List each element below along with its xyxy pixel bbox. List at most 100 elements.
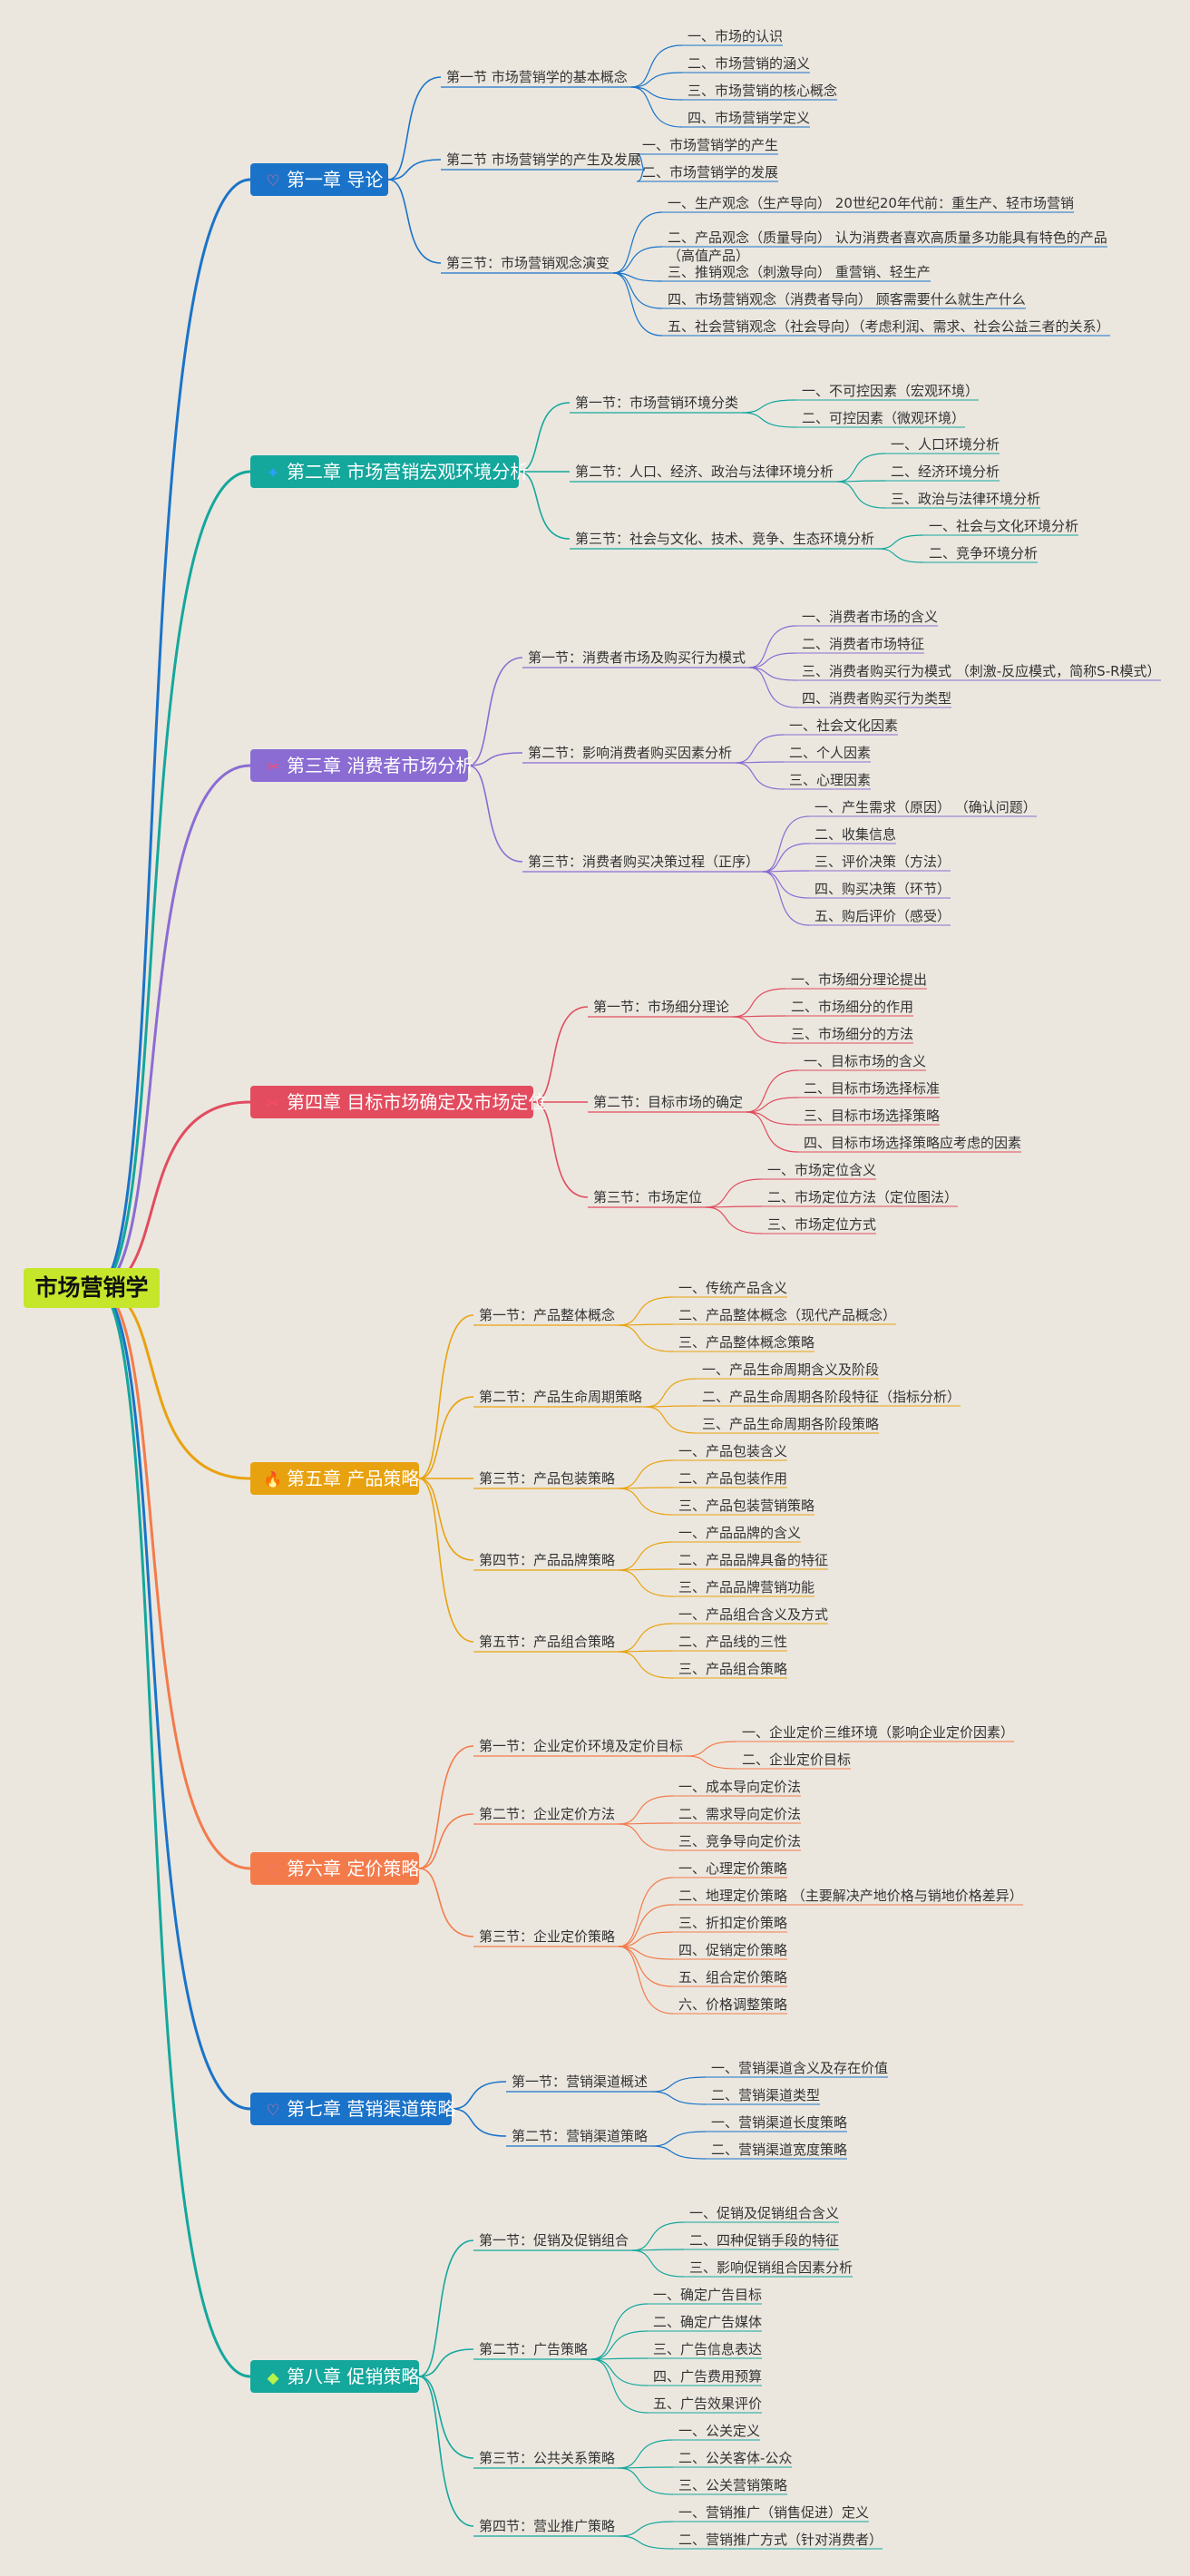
topic-leaf[interactable]: 四、广告费用预算 xyxy=(653,2368,763,2385)
topic-leaf[interactable]: 二、产品包装作用 xyxy=(678,1470,788,1487)
topic-leaf[interactable]: 二、公关客体-公众 xyxy=(678,2450,793,2466)
topic-leaf[interactable]: 一、产品包装含义 xyxy=(678,1443,788,1459)
section-node[interactable]: 第四节：营业推广策略 xyxy=(479,2518,616,2534)
section-node[interactable]: 第二节：营销渠道策略 xyxy=(512,2128,649,2144)
topic-leaf[interactable]: 三、市场定位方式 xyxy=(767,1216,877,1233)
topic-leaf[interactable]: 三、产品包装营销策略 xyxy=(678,1498,815,1514)
topic-leaf[interactable]: 一、企业定价三维环境（影响企业定价因素） xyxy=(742,1724,1015,1741)
topic-leaf[interactable]: 二、个人因素 xyxy=(789,745,872,761)
topic-leaf[interactable]: 三、产品品牌营销功能 xyxy=(678,1579,815,1595)
topic-leaf[interactable]: 二、收集信息 xyxy=(814,826,897,843)
topic-leaf[interactable]: 三、影响促销组合因素分析 xyxy=(689,2259,853,2276)
topic-leaf[interactable]: 一、营销推广（销售促进）定义 xyxy=(678,2504,870,2521)
topic-leaf[interactable]: 五、购后评价（感受） xyxy=(814,908,951,924)
topic-leaf[interactable]: 二、目标市场选择标准 xyxy=(804,1080,941,1097)
topic-leaf[interactable]: 三、市场细分的方法 xyxy=(791,1026,914,1042)
topic-leaf[interactable]: 一、产品生命周期含义及阶段 xyxy=(702,1361,880,1378)
section-node[interactable]: 第四节：产品品牌策略 xyxy=(479,1552,616,1568)
topic-leaf[interactable]: 二、市场营销的涵义 xyxy=(688,55,811,72)
chapter-node[interactable]: ♡第一章 导论 xyxy=(250,163,388,196)
section-node[interactable]: 第二节：目标市场的确定 xyxy=(593,1094,744,1110)
topic-leaf[interactable]: 五、社会营销观念（社会导向）（考虑利润、需求、社会公益三者的关系） xyxy=(668,318,1110,335)
topic-leaf[interactable]: 二、地理定价策略 （主要解决产地价格与销地价格差异） xyxy=(678,1888,1023,1904)
topic-leaf[interactable]: 一、传统产品含义 xyxy=(678,1280,788,1296)
topic-leaf[interactable]: 一、心理定价策略 xyxy=(678,1860,788,1877)
root-node[interactable]: 市场营销学 xyxy=(24,1268,160,1308)
topic-leaf[interactable]: 一、公关定义 xyxy=(678,2423,761,2439)
topic-leaf[interactable]: 一、促销及促销组合含义 xyxy=(689,2205,840,2221)
topic-leaf[interactable]: 二、产品品牌具备的特征 xyxy=(678,1552,829,1568)
chapter-node[interactable]: ✦第二章 市场营销宏观环境分析 xyxy=(250,455,528,488)
section-node[interactable]: 第二节：影响消费者购买因素分析 xyxy=(528,745,733,761)
section-node[interactable]: 第五节：产品组合策略 xyxy=(479,1634,616,1650)
topic-leaf[interactable]: 二、四种促销手段的特征 xyxy=(689,2232,840,2249)
topic-leaf[interactable]: 二、产品整体概念（现代产品概念） xyxy=(678,1307,897,1323)
topic-leaf[interactable]: 二、经济环境分析 xyxy=(891,463,1000,480)
topic-leaf[interactable]: 二、消费者市场特征 xyxy=(802,636,925,652)
topic-leaf[interactable]: 一、产品品牌的含义 xyxy=(678,1525,802,1541)
topic-leaf[interactable]: 三、折扣定价策略 xyxy=(678,1915,788,1931)
topic-leaf[interactable]: 四、消费者购买行为类型 xyxy=(802,690,952,707)
chapter-node[interactable]: 🔥第五章 产品策略 xyxy=(250,1462,419,1495)
section-node[interactable]: 第一节：促销及促销组合 xyxy=(479,2232,629,2249)
topic-leaf[interactable]: 一、成本导向定价法 xyxy=(678,1779,802,1795)
topic-leaf[interactable]: 一、生产观念（生产导向） 20世纪20年代前：重生产、轻市场营销 xyxy=(668,195,1074,211)
topic-leaf[interactable]: 三、心理因素 xyxy=(789,772,872,788)
section-node[interactable]: 第三节：市场营销观念演变 xyxy=(446,255,610,271)
topic-leaf[interactable]: 二、产品线的三性 xyxy=(678,1634,788,1650)
topic-leaf[interactable]: 四、购买决策（环节） xyxy=(814,881,951,897)
topic-leaf[interactable]: 三、产品生命周期各阶段策略 xyxy=(702,1416,880,1432)
topic-leaf[interactable]: 五、组合定价策略 xyxy=(678,1969,788,1986)
topic-leaf[interactable]: 二、营销渠道宽度策略 xyxy=(711,2142,848,2158)
chapter-node[interactable]: ♡第七章 营销渠道策略 xyxy=(250,2093,455,2125)
topic-leaf[interactable]: 二、营销渠道类型 xyxy=(711,2087,821,2103)
topic-leaf[interactable]: 一、市场营销学的产生 xyxy=(642,137,779,153)
section-node[interactable]: 第三节：公共关系策略 xyxy=(479,2450,616,2466)
section-node[interactable]: 第二节 市场营销学的产生及发展 xyxy=(446,151,641,168)
topic-leaf[interactable]: 五、广告效果评价 xyxy=(653,2395,763,2412)
topic-leaf[interactable]: 三、目标市场选择策略 xyxy=(804,1107,941,1124)
section-node[interactable]: 第二节：产品生命周期策略 xyxy=(479,1389,643,1405)
topic-leaf[interactable]: 三、公关营销策略 xyxy=(678,2477,788,2493)
topic-leaf[interactable]: 二、市场细分的作用 xyxy=(791,999,914,1015)
topic-leaf[interactable]: 一、社会文化因素 xyxy=(789,717,899,734)
topic-leaf[interactable]: 二、需求导向定价法 xyxy=(678,1806,802,1822)
section-node[interactable]: 第一节：消费者市场及购买行为模式 xyxy=(528,649,746,666)
topic-leaf[interactable]: 四、市场营销学定义 xyxy=(688,110,811,126)
topic-leaf[interactable]: 三、推销观念（刺激导向） 重营销、轻生产 xyxy=(668,264,931,280)
section-node[interactable]: 第三节：企业定价策略 xyxy=(479,1928,616,1945)
chapter-node[interactable]: ♡第六章 定价策略 xyxy=(250,1852,419,1885)
section-node[interactable]: 第二节：广告策略 xyxy=(479,2341,589,2357)
topic-leaf[interactable]: 二、市场定位方法（定位图法） xyxy=(767,1189,959,1205)
topic-leaf[interactable]: 三、产品组合策略 xyxy=(678,1661,788,1677)
topic-leaf[interactable]: 二、确定广告媒体 xyxy=(653,2314,763,2330)
topic-leaf[interactable]: 三、评价决策（方法） xyxy=(814,854,951,870)
topic-leaf[interactable]: 三、竞争导向定价法 xyxy=(678,1833,802,1849)
section-node[interactable]: 第二节：企业定价方法 xyxy=(479,1806,616,1822)
section-node[interactable]: 第三节：产品包装策略 xyxy=(479,1470,616,1487)
topic-leaf[interactable]: 一、市场的认识 xyxy=(688,28,784,44)
topic-leaf[interactable]: 一、产生需求（原因） （确认问题） xyxy=(814,799,1037,815)
topic-leaf[interactable]: 一、消费者市场的含义 xyxy=(802,609,939,625)
topic-leaf[interactable]: 二、市场营销学的发展 xyxy=(642,164,779,181)
section-node[interactable]: 第三节：消费者购买决策过程（正序） xyxy=(528,854,760,870)
topic-leaf[interactable]: 三、市场营销的核心概念 xyxy=(688,83,838,99)
topic-leaf[interactable]: 一、人口环境分析 xyxy=(891,436,1000,453)
topic-leaf[interactable]: 三、政治与法律环境分析 xyxy=(891,491,1041,507)
section-node[interactable]: 第三节：社会与文化、技术、竞争、生态环境分析 xyxy=(575,531,875,547)
topic-leaf[interactable]: 一、社会与文化环境分析 xyxy=(929,518,1079,534)
section-node[interactable]: 第一节：市场营销环境分类 xyxy=(575,395,739,411)
section-node[interactable]: 第一节：营销渠道概述 xyxy=(512,2073,649,2090)
topic-leaf[interactable]: 二、产品观念（质量导向） 认为消费者喜欢高质量多功能具有特色的产品 （高值产品） xyxy=(668,229,1107,264)
topic-leaf[interactable]: 一、确定广告目标 xyxy=(653,2287,763,2303)
topic-leaf[interactable]: 一、目标市场的含义 xyxy=(804,1053,927,1069)
topic-leaf[interactable]: 三、广告信息表达 xyxy=(653,2341,763,2357)
section-node[interactable]: 第一节 市场营销学的基本概念 xyxy=(446,69,628,85)
topic-leaf[interactable]: 一、营销渠道长度策略 xyxy=(711,2114,848,2131)
topic-leaf[interactable]: 二、可控因素（微观环境） xyxy=(802,410,966,426)
section-node[interactable]: 第一节：企业定价环境及定价目标 xyxy=(479,1738,684,1754)
chapter-node[interactable]: ✂第四章 目标市场确定及市场定位 xyxy=(250,1086,546,1118)
topic-leaf[interactable]: 四、市场营销观念（消费者导向） 顾客需要什么就生产什么 xyxy=(668,291,1026,307)
topic-leaf[interactable]: 一、产品组合含义及方式 xyxy=(678,1606,829,1623)
topic-leaf[interactable]: 二、产品生命周期各阶段特征（指标分析） xyxy=(702,1389,961,1405)
